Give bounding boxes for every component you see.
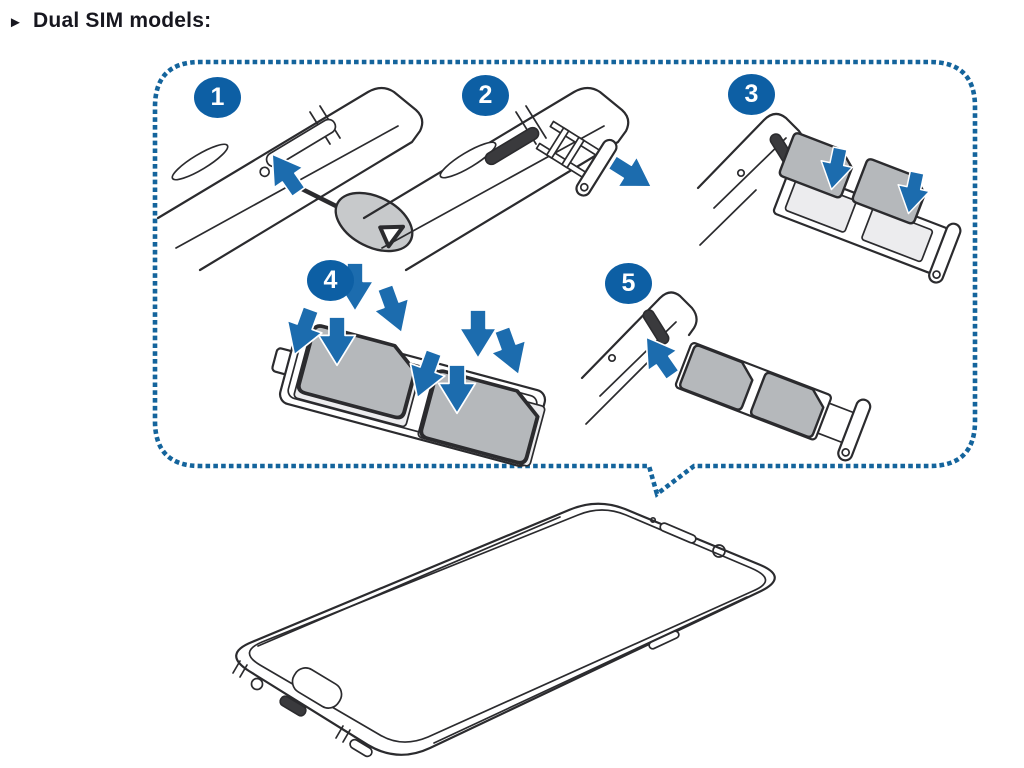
front-camera: [712, 544, 726, 558]
step-number-badge-5: 5: [605, 263, 652, 304]
headset-jack: [250, 677, 264, 691]
antenna-line: [239, 664, 248, 678]
sim-card-2: [748, 370, 830, 440]
bottom-speaker: [349, 738, 373, 758]
phone-screen-outline: [248, 509, 767, 743]
callout-bubble-border: [152, 59, 978, 498]
tray-pin-hole: [736, 168, 746, 178]
sim-tray-with-cards: [674, 342, 872, 462]
usb-port: [279, 695, 307, 717]
sim-tray-slot: [259, 118, 337, 178]
ejection-pin: [295, 184, 414, 253]
empty-sim-tray: [772, 168, 962, 284]
tray-screw-hole: [841, 448, 850, 457]
step-number-badge-2: 2: [462, 75, 509, 116]
side-key-slot: [171, 143, 229, 181]
antenna-line: [342, 729, 351, 743]
step-2-illustration: [362, 86, 662, 272]
earpiece-speaker: [659, 522, 697, 544]
sim-tray-pulled-out: [535, 120, 618, 197]
open-tray-slot: [484, 126, 540, 166]
phone-illustration: [232, 502, 776, 758]
side-key: [648, 630, 680, 650]
tray-pin-hole: [259, 166, 271, 178]
tray-end-cap: [837, 398, 872, 462]
sim-card-1: [677, 343, 759, 413]
step-1-illustration: [156, 86, 424, 272]
tray-end-cap: [575, 138, 618, 197]
step-4-illustration: [271, 262, 547, 467]
step-number-badge-4: 4: [307, 260, 354, 301]
antenna-line: [232, 660, 241, 674]
antenna-line: [525, 105, 547, 139]
tray-screw-hole: [932, 270, 941, 279]
page-title-text: Dual SIM models:: [33, 9, 212, 32]
home-button: [291, 667, 343, 709]
phone-body-outline: [235, 502, 776, 756]
step-number-badge-3: 3: [728, 74, 775, 115]
step-3-illustration: [696, 112, 962, 284]
phone-top-corner: [362, 86, 630, 272]
side-key-slot: [439, 141, 497, 179]
page-title: ► Dual SIM models:: [8, 6, 211, 36]
antenna-line: [335, 725, 344, 739]
tray-end-cap: [928, 222, 962, 284]
step-5-illustration: [580, 291, 872, 462]
phone-top-corner: [580, 291, 698, 425]
tray-pin-hole: [607, 353, 617, 363]
open-tray-slot: [642, 309, 670, 345]
triangle-bullet-icon: ►: [8, 13, 24, 31]
tray-screw-hole: [579, 182, 589, 192]
proximity-sensor: [649, 516, 657, 524]
step-number-badge-1: 1: [194, 77, 241, 118]
